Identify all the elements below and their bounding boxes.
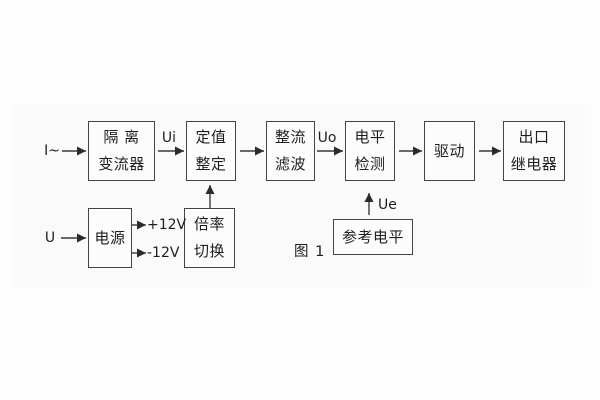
block-label-line: 切换: [193, 242, 225, 260]
block-label-line: 整定: [195, 155, 227, 173]
block-label-line: 驱动: [433, 141, 465, 160]
block-rectify-filter: 整流 滤波: [266, 121, 315, 181]
block-output-relay: 出口 继电器: [503, 121, 565, 181]
block-label-line: 参考电平: [341, 227, 404, 246]
block-power-supply: 电源: [88, 208, 132, 268]
block-label-line: 整流: [274, 128, 306, 146]
block-label-line: 滤波: [274, 155, 306, 173]
block-label-line: 变流器: [98, 155, 145, 173]
minus-12v-label: -12V: [147, 245, 180, 261]
figure-caption: 图 1: [294, 244, 326, 260]
input-current-label: I~: [44, 143, 60, 159]
block-label-line: 检测: [354, 155, 386, 173]
block-label-line: 隔 离: [103, 128, 140, 146]
signal-ue-label: Ue: [378, 197, 397, 213]
block-level-detect: 电平 检测: [345, 121, 395, 181]
block-label-line: 电平: [354, 128, 386, 146]
block-drive: 驱动: [424, 121, 475, 181]
plus-12v-label: +12V: [147, 217, 187, 233]
block-isolation-transformer: 隔 离 变流器: [88, 121, 155, 181]
signal-ui-label: Ui: [161, 130, 177, 146]
block-label-line: 电源: [94, 228, 126, 247]
block-label-line: 定值: [195, 128, 227, 146]
signal-uo-label: Uo: [317, 130, 337, 146]
block-label-line: 出口: [518, 128, 550, 146]
block-reference-level: 参考电平: [333, 219, 413, 255]
block-label-line: 倍率: [193, 215, 225, 233]
input-voltage-label: U: [44, 230, 56, 246]
block-ratio-switch: 倍率 切换: [184, 208, 235, 268]
block-setpoint-adjust: 定值 整定: [186, 121, 236, 181]
block-label-line: 继电器: [510, 155, 558, 173]
